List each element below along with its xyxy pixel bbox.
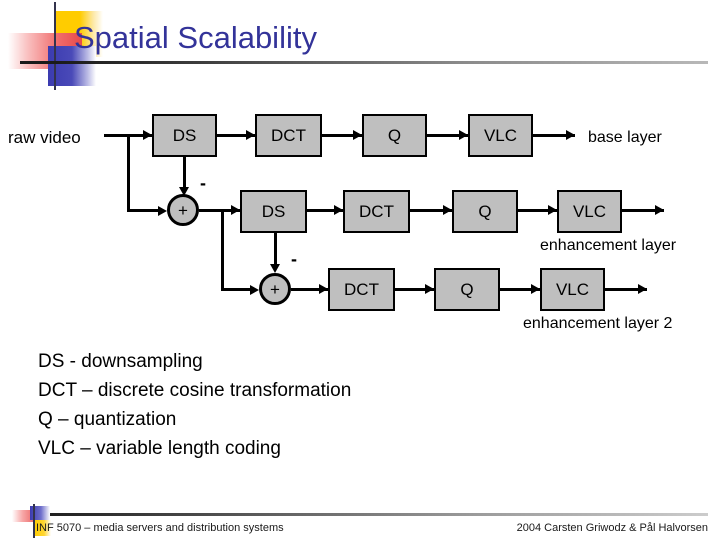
abbreviation-legend: DS - downsampling DCT – discrete cosine … <box>38 347 458 463</box>
wire-q1-to-vlc1 <box>427 134 468 137</box>
wire-adder1-to-ds2 <box>199 209 240 212</box>
output-label-enhancement-layer-2: enhancement layer 2 <box>523 315 673 332</box>
wire-vlc1-to-output <box>533 134 575 137</box>
wire-dct1-to-q1 <box>322 134 362 137</box>
wire-q3-to-vlc3 <box>500 288 540 291</box>
arrowhead-dct3-to-q3 <box>425 284 434 294</box>
output-label-enhancement-layer: enhancement layer <box>540 237 677 254</box>
box-dct-row3: DCT <box>328 268 395 311</box>
arrowhead-raw-to-ds1 <box>143 130 152 140</box>
arrowhead-q3-to-vlc3 <box>531 284 540 294</box>
wire-vlc3-to-output <box>605 288 647 291</box>
legend-item-vlc: VLC – variable length coding <box>38 438 281 459</box>
footer-logo-blue <box>30 506 50 520</box>
arrowhead-vlc1-to-output <box>566 130 575 140</box>
legend-item-dct: DCT – discrete cosine transformation <box>38 380 352 401</box>
slide-logo-mark <box>0 0 110 92</box>
arrowhead-vlc3-to-output <box>638 284 647 294</box>
box-ds-row2: DS <box>240 190 307 233</box>
adder-1: + <box>167 194 199 226</box>
minus-sign-adder2: - <box>291 249 297 269</box>
box-q-row1: Q <box>362 114 427 157</box>
box-q-row3: Q <box>434 268 500 311</box>
arrowhead-dct1-to-q1 <box>353 130 362 140</box>
input-label-raw-video: raw video <box>8 128 81 147</box>
logo-vertical-rule <box>54 2 56 90</box>
wire-vlc2-to-output <box>622 209 664 212</box>
wire-ds2-to-dct2 <box>307 209 343 212</box>
wire-branch-raw-to-adder1 <box>127 209 162 212</box>
box-vlc-row3: VLC <box>540 268 605 311</box>
arrowhead-branch-row2-to-adder2 <box>250 285 259 295</box>
arrowhead-dct2-to-q2 <box>443 205 452 215</box>
arrowhead-q1-to-vlc1 <box>459 130 468 140</box>
arrowhead-ds2-to-dct2 <box>334 205 343 215</box>
arrowhead-adder1-to-ds2 <box>231 205 240 215</box>
arrowhead-ds1-down-to-adder1 <box>179 187 189 196</box>
box-q-row2: Q <box>452 190 518 233</box>
wire-ds1-down-to-adder1 <box>183 157 186 190</box>
legend-item-q: Q – quantization <box>38 409 177 430</box>
wire-branch-row2-down <box>221 209 224 289</box>
footer-logo-yellow <box>34 520 51 536</box>
logo-blue-rectangle <box>48 46 96 86</box>
footer-course-text: INF 5070 – media servers and distributio… <box>36 522 284 534</box>
footer-logo-mark <box>8 504 64 538</box>
wire-branch-raw-down <box>127 134 130 209</box>
box-vlc-row2: VLC <box>557 190 622 233</box>
wire-dct3-to-q3 <box>395 288 434 291</box>
arrowhead-ds2-down-to-adder2 <box>270 264 280 273</box>
box-dct-row2: DCT <box>343 190 410 233</box>
arrowhead-branch-raw-to-adder1 <box>158 206 167 216</box>
wire-ds1-to-dct1 <box>217 134 255 137</box>
adder-2: + <box>259 273 291 305</box>
wire-ds2-down-to-adder2 <box>274 233 277 267</box>
footer-copyright-text: 2004 Carsten Griwodz & Pål Halvorsen <box>516 522 708 534</box>
wire-branch-row2-to-adder2 <box>221 288 254 291</box>
legend-item-ds: DS - downsampling <box>38 351 203 372</box>
box-vlc-row1: VLC <box>468 114 533 157</box>
box-ds-row1: DS <box>152 114 217 157</box>
arrowhead-ds1-to-dct1 <box>246 130 255 140</box>
page-title: Spatial Scalability <box>74 20 317 55</box>
wire-adder2-to-dct3 <box>291 288 328 291</box>
title-underline-rule <box>56 61 708 64</box>
wire-dct2-to-q2 <box>410 209 452 212</box>
minus-sign-adder1: - <box>200 173 206 193</box>
arrowhead-adder2-to-dct3 <box>319 284 328 294</box>
box-dct-row1: DCT <box>255 114 322 157</box>
footer-logo-vertical-rule <box>33 504 35 538</box>
arrowhead-vlc2-to-output <box>655 205 664 215</box>
wire-q2-to-vlc2 <box>518 209 557 212</box>
output-label-base-layer: base layer <box>588 129 662 146</box>
arrowhead-q2-to-vlc2 <box>548 205 557 215</box>
footer-rule <box>30 513 708 516</box>
